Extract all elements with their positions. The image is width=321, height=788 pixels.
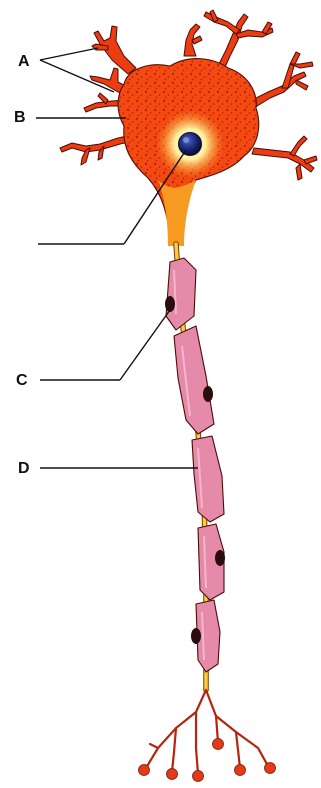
node-icon	[203, 386, 213, 402]
node-icon	[191, 628, 201, 644]
label-a-group: A	[18, 48, 114, 92]
node-icon	[165, 296, 175, 312]
label-b-group: B	[14, 109, 126, 126]
label-c: C	[16, 372, 28, 389]
label-a: A	[18, 53, 30, 70]
leader-c-2	[120, 310, 170, 380]
label-b: B	[14, 109, 26, 126]
label-d: D	[18, 460, 30, 477]
label-d-group: D	[18, 460, 198, 477]
label-c-group: C	[16, 310, 170, 389]
myelin-segment	[192, 436, 224, 522]
leader-a-1	[40, 48, 98, 60]
myelin-segment	[166, 258, 196, 330]
nucleus-icon	[179, 133, 202, 156]
node-icon	[215, 550, 225, 566]
myelin-sheath	[166, 258, 224, 672]
myelin-segment	[174, 326, 214, 434]
axon-terminals	[146, 690, 268, 774]
leader-a-2	[40, 60, 114, 92]
